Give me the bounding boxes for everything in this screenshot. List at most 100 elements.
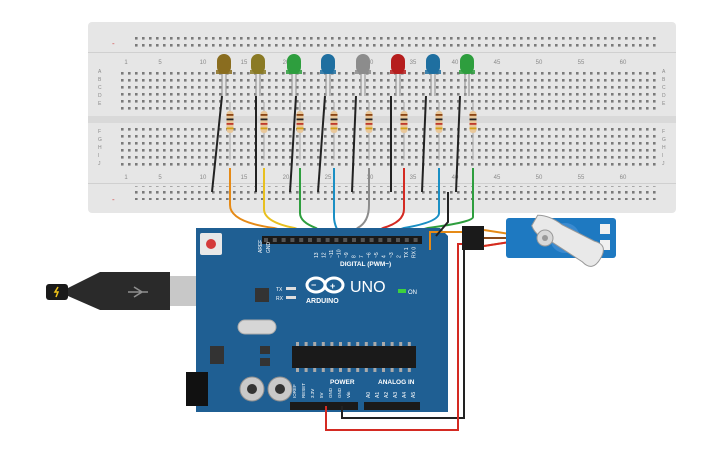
row-letter: F [98,129,101,135]
signal-wire [368,168,440,241]
column-number: 5 [158,60,162,66]
digital-pin-label: 4 [382,255,388,258]
digital-pin-label: 7 [359,255,365,258]
power-pin-label: 3.3V [310,389,315,398]
svg-text:+: + [330,281,335,291]
leds [216,54,475,96]
led [426,54,440,74]
digital-pin-label: ~11 [329,250,335,258]
power-rail-top [132,33,657,47]
signal-wire [299,168,333,241]
row-letter: A [98,69,102,75]
column-number: 5 [158,175,162,181]
column-number: 50 [536,60,543,66]
row-letter: J [662,161,665,167]
analog-pin-label: A3 [393,392,399,398]
digital-label: DIGITAL (PWM~) [340,261,391,268]
signal-wire [263,168,326,241]
digital-pin-label: TX 1 [404,247,410,258]
row-letter: H [98,145,102,151]
reset-button-cap[interactable] [206,239,216,249]
signal-wire [345,168,370,241]
ground-jumper-4 [317,95,326,193]
column-number: 35 [410,175,417,181]
on-led [398,289,406,293]
arduino-model: UNO [350,279,386,296]
column-number: 30 [367,175,374,181]
column-number: 20 [283,175,290,181]
svg-text:−: − [311,280,316,290]
tx-label: TX [276,287,283,293]
ground-jumper-8 [455,95,461,193]
power-label: POWER [330,379,355,386]
column-number: 40 [452,60,459,66]
voltage-regulator [210,346,224,364]
small-chip-2 [260,358,270,366]
power-pin-label: Vin [346,391,351,398]
row-letter: H [662,145,666,151]
digital-pin-label: ~3 [389,252,395,258]
servo-motor [462,214,616,267]
analog-pin-label: A5 [411,392,417,398]
row-letter: D [662,93,666,99]
led [391,54,405,74]
row-letter: G [662,137,666,143]
column-number: 30 [367,60,374,66]
power-pin-label: IOREF [292,384,297,398]
signal-wire [382,168,474,241]
servo-signal-wire [429,231,470,250]
usb-cable [46,272,210,310]
column-number: 45 [494,60,501,66]
resistors [226,102,477,160]
led [287,54,301,74]
column-number: 35 [410,60,417,66]
column-number: 25 [325,175,332,181]
gnd-wire-to-board [435,192,449,237]
digital-pin-label: 8 [352,255,358,258]
analog-label: ANALOG IN [378,379,415,386]
analog-pin-label: A1 [375,392,381,398]
breadboard-center-channel [88,116,676,123]
power-pin-label: GND [328,387,333,398]
column-number: 10 [200,175,207,181]
power-pin-label: 5V [319,392,324,398]
analog-pin-label: A2 [384,392,390,398]
power-pin-label: GND [337,387,342,398]
rail-minus-sign-bottom: - [112,195,115,204]
power-rail-bottom [132,186,657,200]
lightning-icon [53,286,60,298]
gnd-label: GND [266,242,272,254]
column-number: 45 [494,175,501,181]
row-letter: C [662,85,666,91]
atmega-chip [292,346,416,368]
column-number: 10 [200,60,207,66]
column-number: 40 [452,175,459,181]
digital-pin-label: ~10 [337,249,343,258]
on-label: ON [408,290,417,296]
analog-pin-label: A4 [402,392,408,398]
digital-pin-label: 2 [397,255,403,258]
column-number: 15 [241,175,248,181]
led [460,54,474,74]
signal-wire [361,168,405,241]
column-number: 1 [124,175,128,181]
led [217,54,231,74]
arduino-brand: ARDUINO [306,298,339,305]
row-letter: D [98,93,102,99]
tx-led [286,287,296,290]
ground-jumper-1 [211,95,223,193]
column-number: 1 [124,60,128,66]
usb-icon [128,286,148,298]
power-header [290,402,358,410]
rx-label: RX [276,296,284,302]
row-letter: I [98,153,99,159]
signal-wire [229,168,319,241]
rail-minus-sign: - [112,39,115,48]
digital-pin-label: ~6 [367,252,373,258]
